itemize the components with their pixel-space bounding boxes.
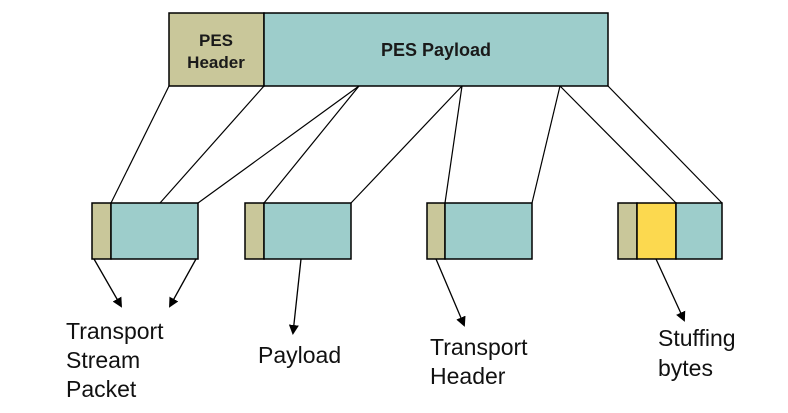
- callout-arrow: [93, 258, 122, 308]
- ts-payload-box: [110, 202, 199, 260]
- ts-payload-box: [263, 202, 352, 260]
- callout-arrows: [93, 258, 686, 335]
- mapping-lines: [110, 85, 723, 204]
- ts-packet-3: [426, 202, 533, 260]
- ts-packet-2: [244, 202, 352, 260]
- pes-packet: PES Header PES Payload: [168, 12, 609, 87]
- mapping-line: [159, 85, 265, 204]
- caption-line: Stuffing: [658, 325, 736, 351]
- mapping-line: [197, 85, 360, 204]
- callout-arrow: [655, 258, 686, 322]
- callout-arrow: [169, 258, 197, 308]
- ts-header-box: [244, 202, 265, 260]
- caption-line: Payload: [258, 342, 341, 368]
- mapping-line: [110, 85, 170, 204]
- caption-line: Transport: [430, 334, 528, 360]
- stuffing-bytes-box: [636, 202, 677, 260]
- mapping-line: [444, 85, 463, 204]
- pes-payload-box: [263, 12, 609, 87]
- pes-header-label-line2: Header: [187, 53, 245, 72]
- ts-packet-4: [617, 202, 723, 260]
- caption-payload: Payload: [258, 342, 341, 368]
- callout-arrow: [435, 258, 466, 327]
- caption-ts-packet: Transport Stream Packet: [66, 318, 164, 402]
- ts-payload-box: [675, 202, 723, 260]
- mapping-line: [559, 85, 677, 204]
- caption-line: Packet: [66, 376, 137, 402]
- pes-header-box: [168, 12, 265, 87]
- callout-arrow: [288, 258, 302, 335]
- ts-header-box: [426, 202, 446, 260]
- pes-payload-label: PES Payload: [381, 40, 491, 60]
- ts-header-box: [91, 202, 112, 260]
- mapping-line: [607, 85, 723, 204]
- caption-stuffing-bytes: Stuffing bytes: [658, 325, 736, 381]
- mapping-line: [263, 85, 360, 204]
- mapping-line: [350, 85, 463, 204]
- pes-header-label-line1: PES: [199, 31, 233, 50]
- caption-line: Stream: [66, 347, 140, 373]
- caption-line: Header: [430, 363, 506, 389]
- ts-payload-box: [444, 202, 533, 260]
- caption-transport-header: Transport Header: [430, 334, 528, 389]
- caption-line: Transport: [66, 318, 164, 344]
- mapping-line: [531, 85, 561, 204]
- ts-header-box: [617, 202, 638, 260]
- ts-packet-1: [91, 202, 199, 260]
- caption-line: bytes: [658, 355, 713, 381]
